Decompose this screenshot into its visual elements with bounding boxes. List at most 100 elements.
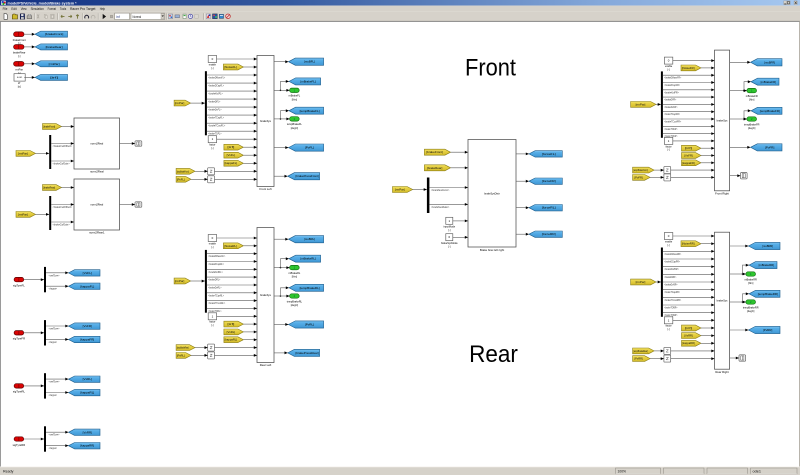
svg-text:[ampBrakeFront]: [ampBrakeFront] — [633, 168, 648, 172]
svg-text:[irf]: [irf] — [685, 326, 692, 330]
svg-text:tempBrakeFL: tempBrakeFL — [287, 123, 303, 126]
svg-text:[kappaFL]: [kappaFL] — [225, 161, 238, 165]
svg-text:[kappaRL]: [kappaRL] — [225, 338, 238, 342]
svg-text:norm2Real: norm2Real — [90, 142, 103, 146]
svg-text:1: 1 — [294, 266, 296, 270]
svg-text:Front Left: Front Left — [260, 187, 272, 191]
svg-text:[rmPar]: [rmPar] — [18, 151, 28, 155]
svg-text:<brakeCalOffset>: <brakeCalOffset> — [53, 205, 73, 209]
svg-text:<brakeDCapFR>: <brakeDCapFR> — [664, 83, 680, 87]
svg-text:norm2Rear1: norm2Rear1 — [89, 231, 105, 235]
svg-text:<kappa>: <kappa> — [49, 446, 58, 450]
svg-text:2: 2 — [751, 117, 753, 121]
svg-text:<brakeTQRR>: <brakeTQRR> — [664, 313, 678, 317]
svg-text:tempBrakeRL: tempBrakeRL — [287, 300, 303, 303]
svg-text:[VxFL]: [VxFL] — [83, 271, 92, 275]
svg-text:[-]: [-] — [18, 54, 21, 58]
svg-text:<brakeTCoolRL>: <brakeTCoolRL> — [208, 301, 226, 305]
svg-text:[degC]: [degC] — [747, 310, 755, 313]
svg-text:[brakePressFront]: [brakePressFront] — [296, 174, 319, 178]
svg-text:inf: inf — [116, 15, 120, 19]
svg-text:[irf]: [irf] — [50, 75, 58, 79]
svg-text:mBrakeRL: mBrakeRL — [288, 272, 300, 275]
svg-text:[PvFR]: [PvFR] — [634, 175, 643, 179]
svg-text:[-]: [-] — [211, 67, 213, 70]
svg-text:<velTyre>: <velTyre> — [49, 433, 60, 437]
svg-text:0: 0 — [212, 236, 214, 240]
svg-text:[VxFL]: [VxFL] — [227, 153, 236, 157]
svg-text:[brakeFront]: [brakeFront] — [43, 125, 55, 129]
svg-text:[tempBrakeFR]: [tempBrakeFR] — [760, 109, 780, 113]
svg-text:Edit: Edit — [11, 7, 16, 11]
svg-text:sigTyreRR: sigTyreRR — [13, 443, 26, 447]
svg-text:<brakeDRL>: <brakeDRL> — [208, 278, 221, 282]
svg-text:[forceFL]: [forceFL] — [542, 152, 556, 156]
svg-text:[-]: [-] — [668, 328, 670, 331]
svg-text:mBrakeFR: mBrakeFR — [746, 95, 758, 98]
svg-text:[PvRL]: [PvRL] — [305, 323, 314, 327]
svg-text:[Nm]: [Nm] — [748, 282, 754, 285]
svg-text:[-]: [-] — [211, 324, 213, 327]
svg-text:<brakeTOFR>: <brakeTOFR> — [664, 127, 678, 131]
svg-text:[mBrakeFL]: [mBrakeFL] — [300, 79, 316, 83]
svg-text:2: 2 — [294, 294, 296, 298]
svg-text:<velTyre>: <velTyre> — [49, 327, 60, 331]
svg-text:1: 1 — [751, 89, 753, 93]
svg-text:norm2Real: norm2Real — [90, 170, 104, 174]
svg-text:<brakeCalGain>: <brakeCalGain> — [53, 162, 71, 166]
svg-text:[degC]: [degC] — [291, 127, 299, 130]
svg-text:Ready: Ready — [3, 470, 14, 474]
svg-text:norm2Real: norm2Real — [90, 203, 103, 207]
svg-text:<brakeTCapRL>: <brakeTCapRL> — [208, 293, 224, 297]
svg-text:<brakeTQFR>: <brakeTQFR> — [664, 134, 678, 138]
svg-text:<brakeDCapFL>: <brakeDCapFL> — [208, 84, 224, 88]
svg-text:[degC]: [degC] — [291, 304, 299, 307]
svg-text:[rmPar]: [rmPar] — [18, 212, 28, 216]
svg-text:[tempBrakeRL]: [tempBrakeRL] — [300, 286, 320, 290]
svg-text:View: View — [21, 7, 27, 11]
svg-text:Tools: Tools — [60, 7, 66, 11]
svg-text:factor: factor — [209, 144, 215, 147]
svg-text:<brakeDFL>: <brakeDFL> — [208, 100, 221, 104]
svg-text:[mBrakeRL]: [mBrakeRL] — [300, 257, 316, 261]
svg-text:Normal: Normal — [133, 15, 142, 19]
svg-text:[-]: [-] — [211, 147, 213, 150]
svg-text:<kappa>: <kappa> — [49, 287, 58, 291]
svg-text:0: 0 — [212, 57, 214, 61]
svg-text:Brake brax left right: Brake brax left right — [480, 248, 504, 252]
svg-text:[brakeRear]: [brakeRear] — [427, 166, 443, 170]
svg-text:[muBFL]: [muBFL] — [304, 60, 315, 64]
svg-text:irf: irf — [18, 81, 20, 85]
svg-text:tempBrakeFR: tempBrakeFR — [744, 123, 760, 126]
svg-text:<brakeCalOffset>: <brakeCalOffset> — [53, 144, 73, 148]
svg-text:[brakeRear]: [brakeRear] — [43, 186, 55, 190]
svg-text:[PvFR]: [PvFR] — [765, 145, 774, 149]
svg-text:<brakeDvFL>: <brakeDvFL> — [208, 108, 222, 112]
svg-text:Front Right: Front Right — [715, 191, 729, 195]
svg-text:Racer Pro Target: Racer Pro Target — [70, 7, 95, 11]
svg-text:[-]: [-] — [18, 41, 21, 45]
svg-text:[forceRR]: [forceRR] — [542, 232, 556, 236]
svg-text:1: 1 — [668, 318, 670, 322]
svg-text:[Nm]: [Nm] — [749, 99, 755, 102]
svg-text:Simulation: Simulation — [31, 7, 44, 11]
svg-text:sigTyreFL: sigTyreFL — [13, 283, 25, 287]
svg-text:<brakeDvRL>: <brakeDvRL> — [208, 286, 222, 290]
svg-text:[Nm]: [Nm] — [292, 276, 298, 279]
svg-text:factor: factor — [209, 321, 215, 324]
svg-text:[mBrakeFR]: [mBrakeFR] — [761, 80, 777, 84]
svg-text:tempBrakeRR: tempBrakeRR — [743, 306, 759, 309]
svg-text:brakeSys: brakeSys — [260, 293, 272, 297]
svg-text:[irf]: [irf] — [227, 145, 234, 149]
svg-text:mBrakeRR: mBrakeRR — [745, 278, 757, 281]
svg-text:<brakeTCoolFR>: <brakeTCoolFR> — [664, 120, 682, 124]
svg-text:[kappaRR]: [kappaRR] — [682, 341, 695, 345]
svg-text:[NoiseFR]: [NoiseFR] — [682, 66, 695, 70]
svg-text:100%: 100% — [618, 469, 627, 473]
svg-text:rmPar: rmPar — [16, 67, 23, 71]
svg-text:[NoiseRR]: [NoiseRR] — [682, 242, 695, 246]
svg-text:[VxRR]: [VxRR] — [83, 430, 92, 434]
svg-text:<brakeTOFL>: <brakeTOFL> — [208, 132, 222, 136]
svg-text:Front: Front — [465, 55, 516, 82]
svg-text:[NoiseFL]: [NoiseFL] — [224, 65, 237, 69]
